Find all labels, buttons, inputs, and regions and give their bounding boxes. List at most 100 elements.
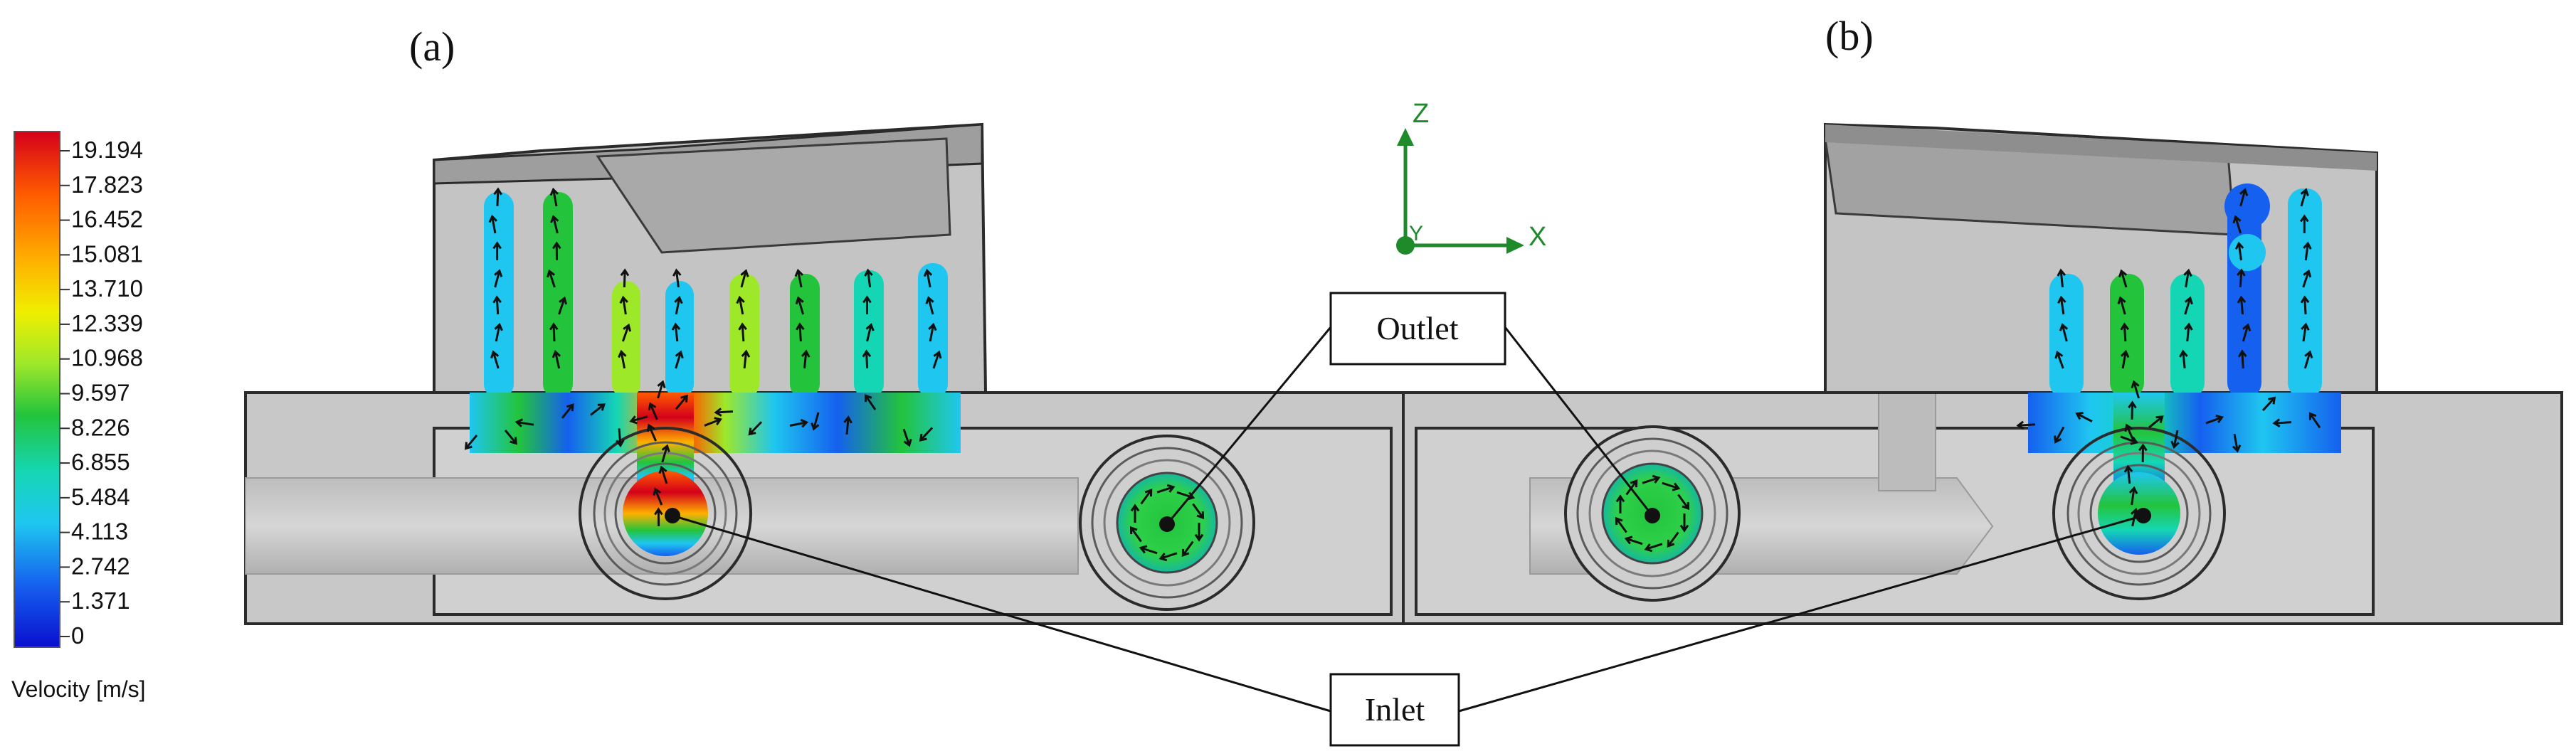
flow-vector-arrow <box>2054 426 2065 444</box>
flow-vector-arrow <box>549 322 559 342</box>
flow-vector-arrow <box>2237 295 2247 315</box>
flow-vector-arrow <box>504 429 517 445</box>
flow-vector-arrow <box>811 412 820 431</box>
flow-vector-arrow <box>2261 396 2276 412</box>
flow-vector-arrow <box>1194 523 1204 542</box>
flow-vector-arrow <box>2148 415 2164 429</box>
flow-vector-arrow <box>2120 435 2139 445</box>
flow-vector-arrow <box>671 322 681 342</box>
flow-vector-arrow <box>919 427 934 442</box>
flow-vector-arrow <box>862 295 872 315</box>
flow-vector-arrow <box>1130 504 1140 523</box>
flow-vector-arrow <box>1192 503 1205 520</box>
flow-vector-arrow <box>2232 215 2242 234</box>
flow-vector-arrow <box>704 417 722 427</box>
legend-tick-label: 9.597 <box>71 380 130 406</box>
flow-vector-arrow <box>1156 484 1176 494</box>
flow-vector-arrow <box>862 349 872 369</box>
velocity-vectors <box>464 187 2321 562</box>
flow-vector-arrow <box>552 241 561 261</box>
inlet-callout-box <box>1329 673 1460 747</box>
panel-b-outlet-port <box>1564 425 1741 602</box>
flow-vector-arrow <box>590 403 606 416</box>
flow-vector-arrow <box>923 268 933 288</box>
flow-vector-arrow <box>928 322 937 342</box>
flow-vector-arrow <box>551 349 561 369</box>
flow-vector-arrow <box>736 295 745 315</box>
flow-vector-arrow <box>865 323 875 342</box>
flow-vector-arrow <box>2232 434 2242 453</box>
flow-vector-arrow <box>741 349 751 369</box>
flow-vector-arrow <box>1677 494 1690 511</box>
flow-vector-arrow <box>843 415 852 435</box>
velocity-legend: 19.19417.82316.45215.08113.71012.33910.9… <box>11 131 146 702</box>
axis-x-label: X <box>1529 222 1546 252</box>
flow-vector-arrow <box>653 487 663 506</box>
axis-y-label: Y <box>1409 222 1423 245</box>
flow-vector-arrow <box>932 350 942 369</box>
flow-vector-arrow <box>2302 269 2312 288</box>
flow-vector-arrow <box>621 323 632 342</box>
flow-vector-arrow <box>561 403 574 419</box>
flow-vector-arrow <box>2299 214 2309 234</box>
flow-vector-arrow <box>1615 494 1625 513</box>
flow-vector-arrow <box>1140 488 1153 505</box>
flow-vector-arrow <box>620 268 630 288</box>
panel-b-inlet-port <box>2052 427 2226 600</box>
flow-vector-arrow <box>2123 464 2133 484</box>
flow-vector-arrow <box>2237 268 2246 288</box>
flow-vector-arrow <box>795 296 805 315</box>
legend-tick-label: 19.194 <box>71 137 143 163</box>
flow-vector-arrow <box>2059 323 2069 342</box>
flow-vector-arrow <box>661 444 670 463</box>
flow-vector-arrow <box>2124 423 2135 442</box>
flow-vector-arrow <box>549 187 559 207</box>
flow-vector-arrow <box>1642 474 1661 484</box>
flow-vector-arrow <box>654 507 663 527</box>
flow-vector-arrow <box>2300 295 2310 315</box>
flow-vector-arrow <box>2054 350 2064 369</box>
flow-vector-arrow <box>2120 322 2130 342</box>
flow-vector-arrow <box>2183 268 2192 288</box>
flow-vector-arrow <box>864 268 873 288</box>
flow-vector-arrow <box>2118 269 2128 288</box>
flow-vector-arrow <box>714 408 734 417</box>
flow-vector-arrow <box>1615 516 1627 533</box>
flow-vector-arrow <box>1644 543 1663 553</box>
flow-vector-arrow <box>618 349 627 369</box>
flow-vector-arrow <box>925 296 934 315</box>
flow-vector-arrow <box>1624 536 1643 545</box>
flow-vector-arrow <box>864 393 877 410</box>
flow-vector-arrow <box>494 269 503 288</box>
flow-vector-arrow <box>2131 380 2140 399</box>
legend-tick-label: 17.823 <box>71 171 143 198</box>
legend-tick-label: 4.113 <box>71 518 128 545</box>
legend-tick-label: 13.710 <box>71 275 143 302</box>
legend-tick-label: 12.339 <box>71 310 143 336</box>
flow-vector-arrow <box>490 350 500 369</box>
flow-vector-arrow <box>2128 486 2138 506</box>
flow-vector-arrow <box>1662 481 1681 491</box>
flow-vector-arrow <box>794 268 803 288</box>
flow-vector-arrow <box>493 187 502 207</box>
flow-vector-arrow <box>2300 188 2309 207</box>
flow-vector-arrow <box>1158 552 1178 562</box>
flow-vector-arrow <box>2184 296 2193 315</box>
flow-vector-arrow <box>514 418 534 427</box>
flow-vector-arrow <box>672 268 682 288</box>
inlet-callout: Inlet <box>672 514 2144 747</box>
flow-vector-arrow <box>2128 400 2137 420</box>
flow-vector-arrow <box>619 295 628 315</box>
flow-vector-arrow <box>2308 412 2321 429</box>
flow-vector-arrow <box>2303 350 2313 369</box>
flow-vector-arrow <box>629 415 648 425</box>
flow-vector-arrow <box>2138 443 2148 463</box>
flow-vector-arrow <box>2057 268 2066 288</box>
flow-vector-arrow <box>616 428 625 448</box>
flow-vector-arrow <box>2117 296 2126 315</box>
flow-vector-arrow <box>2120 349 2130 369</box>
flow-vector-arrow <box>2075 412 2093 422</box>
flow-vector-arrow <box>2303 241 2312 261</box>
